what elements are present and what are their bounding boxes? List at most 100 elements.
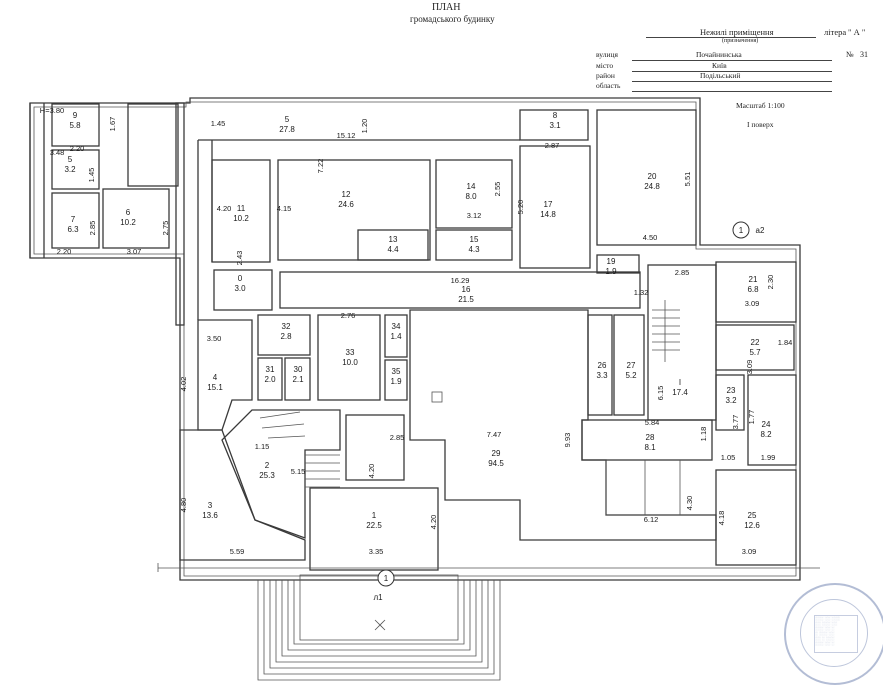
room-number-r9: 9 xyxy=(73,111,78,120)
dimension-label: 5.20 xyxy=(516,200,525,215)
dimension-label: 3.09 xyxy=(742,547,757,556)
object-caption: (призначення) xyxy=(722,38,759,44)
room-area-r5b: 3.2 xyxy=(64,165,76,174)
dimension-label: 1.45 xyxy=(211,119,226,128)
number-value: 31 xyxy=(860,50,868,59)
dimension-label: 4.02 xyxy=(179,377,188,392)
axis-marker-1-label: 1 xyxy=(739,226,744,235)
dimension-label: 15.12 xyxy=(337,131,356,140)
room-7 xyxy=(51,192,100,249)
room-0 xyxy=(213,269,273,311)
dimension-label: 5.84 xyxy=(645,418,660,427)
object-value: Нежилі приміщення xyxy=(700,27,774,37)
room-area-r2: 25.3 xyxy=(259,471,275,480)
room-20 xyxy=(596,109,697,246)
dimension-label: 2.75 xyxy=(161,221,170,236)
room-11 xyxy=(211,159,271,263)
stair-2 xyxy=(259,411,340,488)
room-number-r27: 27 xyxy=(627,361,636,370)
room-29 xyxy=(409,309,717,541)
room-35 xyxy=(384,359,408,401)
dimension-label: H=3.80 xyxy=(40,106,64,115)
room-number-r32: 32 xyxy=(282,322,291,331)
room-number-r28: 28 xyxy=(646,433,655,442)
dimension-label: 1.67 xyxy=(108,117,117,132)
dimension-label: 4.20 xyxy=(367,464,376,479)
street-underline xyxy=(632,60,832,61)
dimension-label: 1.84 xyxy=(778,338,793,347)
number-label: № xyxy=(846,50,854,59)
dimension-label: 3.35 xyxy=(369,547,384,556)
dimension-label: 4.18 xyxy=(717,511,726,526)
axis-marker-l1-label: л1 xyxy=(373,593,383,602)
room-number-r35: 35 xyxy=(392,367,401,376)
floor-label: I поверх xyxy=(747,120,774,129)
room-27 xyxy=(613,314,645,416)
room-area-r3: 13.6 xyxy=(202,511,218,520)
axis-marker-1 xyxy=(732,221,750,239)
plan-title: ПЛАН xyxy=(432,2,461,13)
dimension-label: 6.15 xyxy=(656,386,665,401)
official-stamp: ░░░ ░░ ░░░░░ ░░░ ░░░░░ ░░ ░░ ░░░ ░░░░ ░ … xyxy=(784,583,883,685)
room-area-rI: 17.4 xyxy=(672,388,688,397)
object-underline xyxy=(646,37,816,38)
stair-I xyxy=(652,300,680,362)
dimension-label: 2.43 xyxy=(235,251,244,266)
dimension-label: 2.85 xyxy=(88,221,97,236)
dimension-label: 1.32 xyxy=(634,288,649,297)
dimension-label: 2.85 xyxy=(675,268,690,277)
room-number-r21: 21 xyxy=(749,275,758,284)
dimension-label: 6.12 xyxy=(644,515,659,524)
dimension-label: 7.22 xyxy=(316,159,325,174)
room-number-r24: 24 xyxy=(762,420,771,429)
dimension-label: 3.07 xyxy=(127,247,142,256)
dimension-label: 7.47 xyxy=(487,430,502,439)
room-number-r26: 26 xyxy=(598,361,607,370)
dimension-label: 2.30 xyxy=(766,275,775,290)
room-number-r6: 6 xyxy=(126,208,131,217)
room-5b xyxy=(51,149,100,190)
room-19 xyxy=(596,254,640,274)
room-32 xyxy=(257,314,311,356)
room-number-r22: 22 xyxy=(751,338,760,347)
room-area-r24: 8.2 xyxy=(760,430,772,439)
room-area-r34: 1.4 xyxy=(390,332,402,341)
room-31 xyxy=(257,357,283,401)
room-3 xyxy=(179,429,306,561)
dimension-label: 4.20 xyxy=(429,515,438,530)
dimension-label: 2.20 xyxy=(70,144,85,153)
dimension-label: 1.77 xyxy=(747,410,756,425)
dimension-label: 4.20 xyxy=(217,204,232,213)
room-area-r20: 24.8 xyxy=(644,182,660,191)
room-number-r4: 4 xyxy=(213,373,218,382)
city-underline xyxy=(632,71,832,72)
room-number-r3: 3 xyxy=(208,501,213,510)
dimension-label: 2.20 xyxy=(57,247,72,256)
room-1 xyxy=(309,487,439,571)
district-value: Подільський xyxy=(700,71,741,80)
room-number-r14: 14 xyxy=(467,182,476,191)
room-area-r4: 15.1 xyxy=(207,383,223,392)
room-area-r25: 12.6 xyxy=(744,521,760,530)
outer-wall xyxy=(29,97,801,581)
room-number-r1: 1 xyxy=(372,511,377,520)
room-number-r0: 0 xyxy=(238,274,243,283)
room-23 xyxy=(715,374,745,431)
room-area-r13: 4.4 xyxy=(387,245,399,254)
room-24 xyxy=(747,374,797,466)
city-value: Київ xyxy=(712,61,727,70)
room-number-r19: 19 xyxy=(607,257,616,266)
dimension-label: 2.55 xyxy=(493,182,502,197)
dimension-label: 1.05 xyxy=(721,453,736,462)
dimension-label: 9.93 xyxy=(563,433,572,448)
room-number-r16: 16 xyxy=(462,285,471,294)
room-number-r34: 34 xyxy=(392,322,401,331)
district-label: район xyxy=(596,71,615,80)
dimension-label: 1.45 xyxy=(87,168,96,183)
room-number-r25: 25 xyxy=(748,511,757,520)
room-area-r19: 1.9 xyxy=(605,267,617,276)
room-number-r5b: 5 xyxy=(68,155,73,164)
district-underline xyxy=(632,81,832,82)
room-area-r31: 2.0 xyxy=(264,375,276,384)
room-number-r15: 15 xyxy=(470,235,479,244)
